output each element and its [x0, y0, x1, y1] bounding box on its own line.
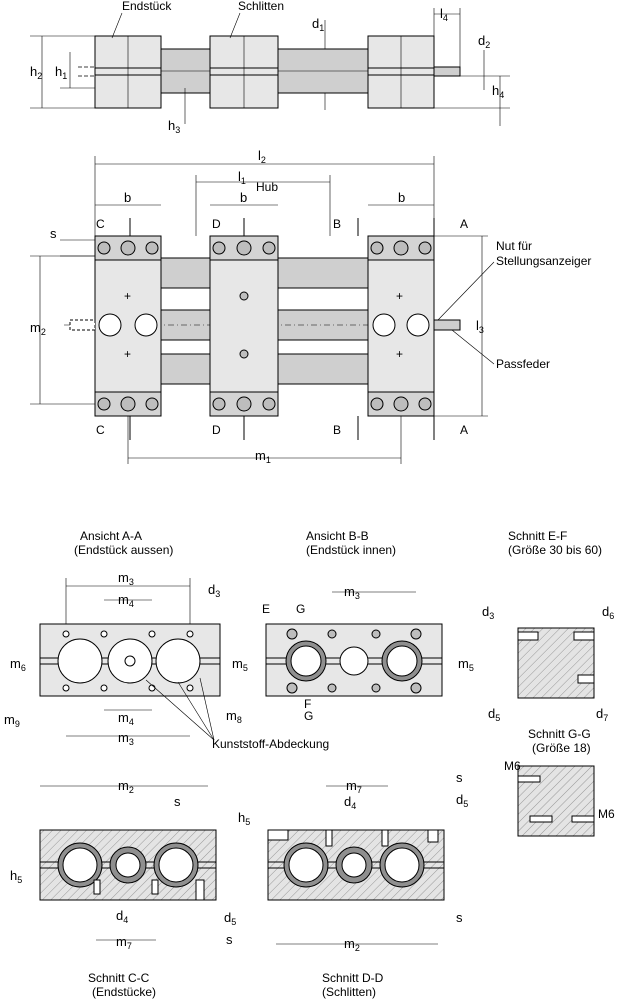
dim-d4-cc: d4 [116, 908, 128, 925]
dim-M6-left: M6 [504, 759, 521, 773]
dim-b-right: b [398, 190, 405, 205]
title-cc: Schnitt C-C [88, 971, 150, 985]
title-dd: Schnitt D-D [322, 971, 384, 985]
dim-m4-aa-top: m4 [118, 592, 134, 609]
dim-l2: l2 [258, 148, 266, 165]
section-dd: h5 m7 d4 s d5 s m2 Schnitt D-D (Schlitte… [238, 770, 468, 999]
dim-m3-bb: m3 [344, 584, 360, 601]
dim-m2-plan: m2 [30, 320, 46, 337]
dim-m5-bb: m5 [458, 656, 474, 673]
dim-d3-aa: d3 [208, 582, 220, 599]
label-kunststoff: Kunststoff-Abdeckung [212, 737, 329, 751]
mark-E: E [262, 602, 270, 616]
label-hub: Hub [256, 180, 278, 194]
dim-d5-cc: d5 [224, 910, 236, 927]
dim-d3-ef: d3 [482, 604, 494, 621]
subtitle-gg: (Größe 18) [532, 741, 591, 755]
dim-s-dd-top: s [456, 770, 463, 785]
subtitle-ef: (Größe 30 bis 60) [508, 543, 602, 557]
dim-m7-dd: m7 [346, 778, 362, 795]
mark-B-bottom: B [333, 423, 341, 437]
dim-m5-aa: m5 [232, 656, 248, 673]
section-cc: m2 s h5 d4 d5 m7 s Schnitt C-C (Endstück… [10, 778, 236, 999]
dim-m6: m6 [10, 656, 26, 673]
title-aa: Ansicht A-A [80, 529, 142, 543]
svg-text:+: + [396, 289, 403, 303]
svg-text:+: + [396, 347, 403, 361]
dim-d1: d1 [312, 16, 324, 33]
title-bb: Ansicht B-B [306, 529, 369, 543]
dim-l1: l1 [238, 169, 246, 186]
mark-F: F [304, 697, 311, 711]
label-passfeder: Passfeder [496, 357, 550, 371]
title-gg: Schnitt G-G [528, 727, 591, 741]
dim-h4: h4 [492, 83, 504, 100]
view-bb: Ansicht B-B (Endstück innen) m3 m5 E G F… [262, 529, 474, 723]
dim-s-cc-top: s [174, 794, 181, 809]
section-ef: Schnitt E-F (Größe 30 bis 60) d3 d6 d5 d… [482, 529, 614, 723]
dim-m8: m8 [226, 708, 242, 725]
dim-b-mid: b [240, 190, 247, 205]
dim-m3-aa-bottom: m3 [118, 730, 134, 747]
dim-m2-cc: m2 [118, 778, 134, 795]
dim-m4-aa-bottom: m4 [118, 710, 134, 727]
dim-d4-dd: d4 [344, 794, 356, 811]
dim-m9: m9 [4, 712, 20, 729]
view-aa: Ansicht A-A (Endstück aussen) m3 m4 d3 m… [4, 529, 329, 751]
mark-B-top: B [333, 217, 341, 231]
dim-m1: m1 [255, 448, 271, 465]
dim-s-cc-bottom: s [226, 932, 233, 947]
subtitle-dd: (Schlitten) [322, 985, 376, 999]
mark-G-top: G [296, 602, 305, 616]
dim-d5-dd: d5 [456, 792, 468, 809]
subtitle-aa: (Endstück aussen) [74, 543, 173, 557]
svg-text:+: + [124, 289, 131, 303]
dim-M6-right: M6 [598, 807, 615, 821]
dim-h5-dd: h5 [238, 810, 250, 827]
dim-l4: l4 [440, 6, 448, 23]
title-ef: Schnitt E-F [508, 529, 567, 543]
mark-D-top: D [212, 217, 221, 231]
dim-h5-cc: h5 [10, 868, 22, 885]
svg-text:+: + [124, 347, 131, 361]
section-gg: Schnitt G-G (Größe 18) M6 M6 [504, 727, 615, 837]
label-stellungsanzeiger: Stellungsanzeiger [496, 254, 591, 268]
dim-m2-dd: m2 [344, 936, 360, 953]
mark-A-bottom: A [460, 423, 468, 437]
dim-d7: d7 [596, 706, 608, 723]
dim-s-plan: s [50, 226, 57, 241]
mark-D-bottom: D [212, 423, 221, 437]
label-endstueck: Endstück [122, 0, 172, 13]
dim-l3: l3 [476, 318, 484, 335]
dim-d6: d6 [602, 604, 614, 621]
dim-d2: d2 [478, 33, 490, 50]
plan-view: + + + + l2 l1 [30, 148, 591, 465]
dim-m3-aa-top: m3 [118, 570, 134, 587]
label-nut: Nut für [496, 239, 532, 253]
label-schlitten: Schlitten [238, 0, 284, 13]
dim-h3: h3 [168, 118, 180, 135]
dim-h1: h1 [55, 64, 67, 81]
mark-C-bottom: C [96, 423, 105, 437]
bolt-row [97, 240, 159, 412]
dim-d5-ef: d5 [488, 706, 500, 723]
mark-A-top: A [460, 217, 468, 231]
subtitle-cc: (Endstücke) [92, 985, 156, 999]
side-view: h2 h1 h3 d1 l4 d2 h4 Endstück Schlitten [30, 0, 510, 135]
dim-b-left: b [124, 190, 131, 205]
mark-G-bottom: G [304, 709, 313, 723]
dim-m7-cc: m7 [116, 934, 132, 951]
dim-h2: h2 [30, 64, 42, 81]
mark-C-top: C [96, 217, 105, 231]
dim-s-dd-bottom: s [456, 910, 463, 925]
subtitle-bb: (Endstück innen) [306, 543, 396, 557]
